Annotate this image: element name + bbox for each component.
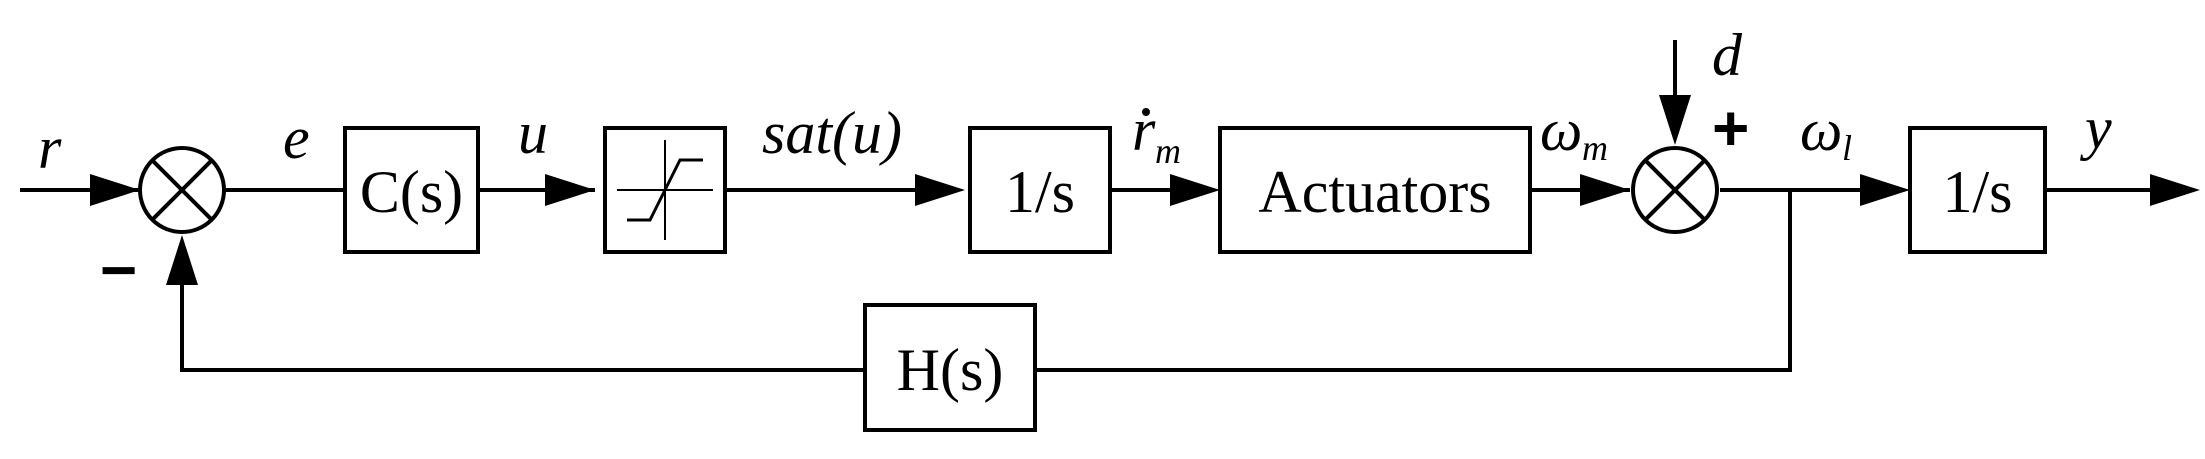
signal-label-d: d xyxy=(1712,22,1743,88)
signal-label-sat-u: sat(u) xyxy=(762,100,902,166)
arrowhead-sat-u xyxy=(915,174,965,206)
actuators-block xyxy=(1218,126,1532,254)
actuators-label: Actuators xyxy=(1258,159,1491,225)
summing-junction-1 xyxy=(138,146,226,234)
signal-label-omega-l-subscript: l xyxy=(1842,128,1852,168)
integrator-1-label: 1/s xyxy=(1005,159,1075,225)
signal-label-omega-l: ω l xyxy=(1800,97,1852,168)
integrator-1-block xyxy=(968,126,1112,254)
arrowhead-omega-l xyxy=(1860,174,1910,206)
signal-label-omega-m: ω m xyxy=(1540,97,1608,168)
feedback-block xyxy=(863,303,1037,432)
signal-label-e: e xyxy=(283,105,310,171)
derivative-dot xyxy=(1142,108,1150,116)
signal-label-r: r xyxy=(38,115,62,181)
integrator-2-label: 1/s xyxy=(1942,159,2012,225)
controller-block xyxy=(343,126,480,254)
summing-junction-2 xyxy=(1631,146,1719,234)
controller-label: C(s) xyxy=(360,159,463,225)
arrowhead-omega-m xyxy=(1580,174,1630,206)
arrowhead-r xyxy=(90,174,140,206)
arrowhead-r-m xyxy=(1170,174,1220,206)
signal-label-r-m: r m xyxy=(1132,97,1181,171)
signal-label-y: y xyxy=(2079,95,2112,161)
arrowhead-disturbance xyxy=(1659,95,1691,145)
wire-feedback-tap xyxy=(1035,190,1792,372)
saturation-icon xyxy=(617,140,713,240)
signal-label-r-m-base: r xyxy=(1132,97,1156,163)
plus-sign-disturbance: + xyxy=(1712,92,1749,164)
minus-sign-feedback: − xyxy=(100,234,137,306)
feedback-label: H(s) xyxy=(897,337,1004,403)
arrowhead-feedback xyxy=(166,235,198,285)
wire-feedback-return xyxy=(180,255,865,372)
integrator-2-block xyxy=(1908,126,2047,254)
signal-label-r-m-subscript: m xyxy=(1155,131,1181,171)
arrowhead-y xyxy=(2150,174,2200,206)
arrowhead-u xyxy=(545,174,595,206)
signal-label-omega-l-base: ω xyxy=(1800,97,1842,163)
signal-label-omega-m-base: ω xyxy=(1540,97,1582,163)
signal-label-omega-m-subscript: m xyxy=(1582,128,1608,168)
signal-label-u: u xyxy=(518,100,548,166)
